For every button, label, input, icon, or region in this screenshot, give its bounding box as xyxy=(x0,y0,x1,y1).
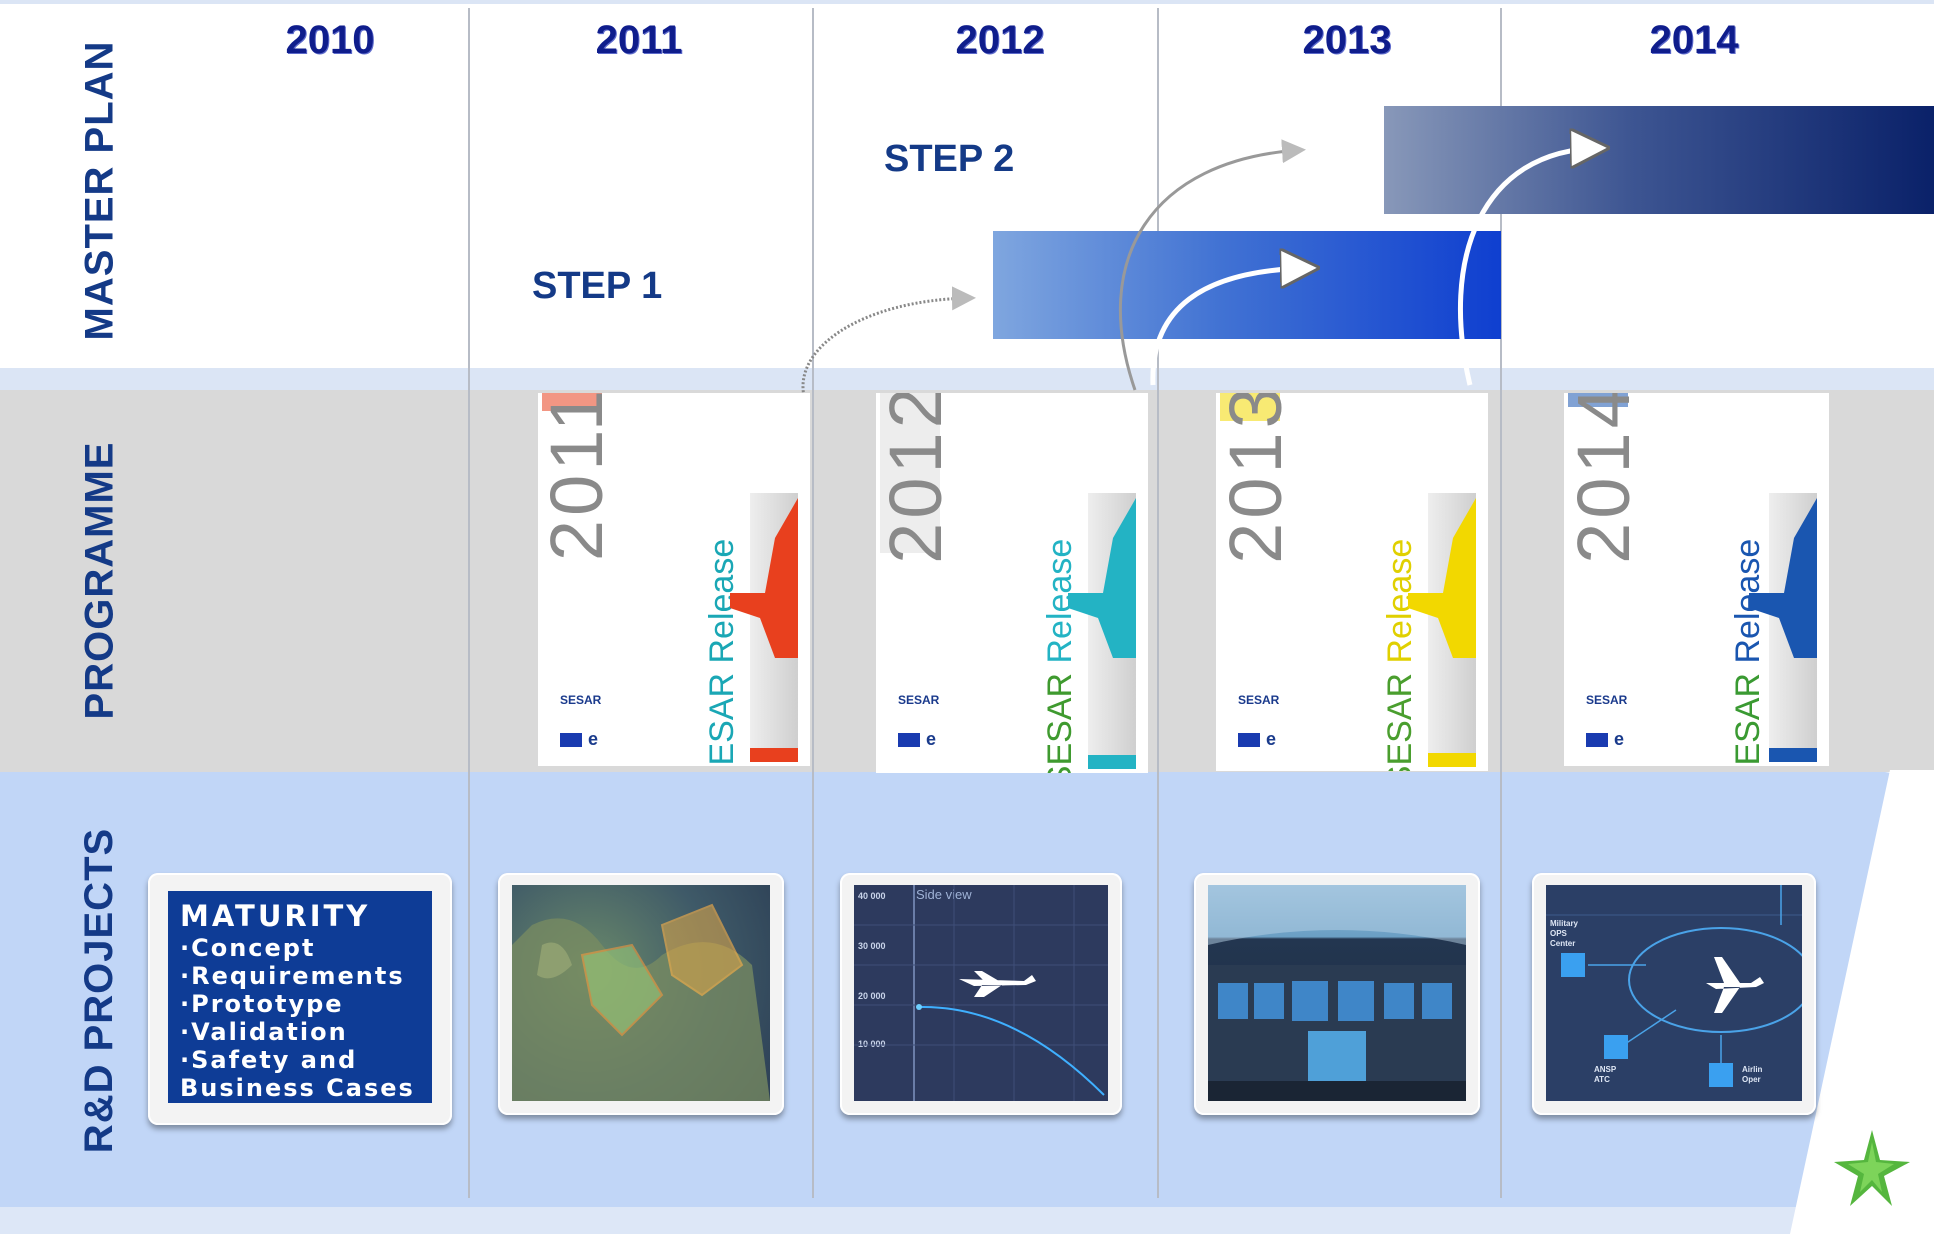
sesar-logo: SESAR xyxy=(1238,693,1280,707)
cover-color-bar xyxy=(750,748,798,762)
network-diagram-image: Military OPS Center ANSP ATC Airlin Oper xyxy=(1546,885,1802,1101)
military-ops-label: Military OPS Center xyxy=(1550,919,1579,948)
cockpit-image xyxy=(1208,885,1466,1101)
release-cover-2013: 2013 SESAR Release SESAR e xyxy=(1216,393,1488,771)
maturity-item: ·Prototype xyxy=(180,990,344,1018)
cover-color-bar xyxy=(1428,753,1476,767)
network-graphic xyxy=(1546,885,1802,1087)
step-2-bar xyxy=(1384,106,1934,214)
cover-year: 2012 xyxy=(876,393,957,564)
side-view-chart: Side view 40 000 30 000 20 000 10 000 xyxy=(854,885,1108,1101)
cover-color-bar xyxy=(1088,755,1136,769)
cover-year: 2014 xyxy=(1564,393,1645,564)
sesar-logo: SESAR xyxy=(898,693,940,707)
altitude-tick: 10 000 xyxy=(858,1039,886,1049)
row-label-rd-projects: R&D PROJECTS xyxy=(77,827,122,1153)
aircraft-icon xyxy=(1408,498,1476,658)
row-label-programme: PROGRAMME xyxy=(77,441,122,719)
column-divider xyxy=(468,8,470,1198)
column-divider xyxy=(812,8,814,1198)
airspace-map-image xyxy=(512,885,770,1101)
maturity-panel: MATURITY ·Concept ·Requirements ·Prototy… xyxy=(148,873,452,1125)
step-1-bar xyxy=(993,231,1501,339)
maturity-item: ·Requirements xyxy=(180,962,405,990)
maturity-item: Business Cases xyxy=(180,1074,415,1102)
cockpit-frame xyxy=(1194,873,1480,1115)
eurocontrol-logo-icon: e xyxy=(926,729,937,749)
cover-year-accent xyxy=(542,393,602,553)
altitude-tick: 20 000 xyxy=(858,991,886,1001)
year-2011: 2011 xyxy=(595,18,683,62)
eu-flag-icon xyxy=(560,733,582,747)
right-wedge xyxy=(1790,770,1934,1234)
eurocontrol-logo-icon: e xyxy=(1614,729,1625,749)
column-divider xyxy=(1157,8,1159,1198)
cover-color-bar xyxy=(1769,748,1817,762)
ansp-atc-label: ANSP ATC xyxy=(1594,1065,1617,1084)
descent-profile-graphic xyxy=(854,885,1108,1101)
arrow-2012-to-step2 xyxy=(1119,139,1306,391)
maturity-item: ·Safety and xyxy=(180,1046,358,1074)
aircraft-icon xyxy=(730,498,798,658)
year-2012: 2012 xyxy=(955,18,1045,62)
eu-flag-icon xyxy=(1238,733,1260,747)
eurocontrol-logo-icon: e xyxy=(1266,729,1277,749)
altitude-tick: 30 000 xyxy=(858,941,886,951)
year-2010: 2010 xyxy=(285,18,375,62)
step-1-label: STEP 1 xyxy=(532,265,663,307)
cover-year: 2011 xyxy=(538,393,619,561)
master-plan-divider xyxy=(0,368,1934,390)
release-cover-2014: 2014 SESAR Release SESAR e xyxy=(1564,393,1829,766)
cover-year-accent xyxy=(1220,393,1280,553)
cover-year-accent xyxy=(1568,393,1628,553)
network-frame: Military OPS Center ANSP ATC Airlin Oper xyxy=(1532,873,1816,1115)
eu-flag-icon xyxy=(898,733,920,747)
maturity-box: MATURITY ·Concept ·Requirements ·Prototy… xyxy=(168,891,432,1103)
side-view-title: Side view xyxy=(916,887,972,902)
airline-ops-label: Airlin Oper xyxy=(1742,1065,1763,1084)
bottom-band xyxy=(0,1207,1934,1234)
sesar-logo: SESAR xyxy=(1586,693,1628,707)
side-view-frame: Side view 40 000 30 000 20 000 10 000 xyxy=(840,873,1122,1115)
arrow-2014-in-step2 xyxy=(1457,148,1600,386)
aircraft-icon xyxy=(1749,498,1817,658)
step-2-label: STEP 2 xyxy=(884,138,1015,180)
eurocontrol-logo-icon: e xyxy=(588,729,599,749)
maturity-title: MATURITY xyxy=(180,899,371,933)
maturity-item: ·Concept xyxy=(180,934,316,962)
sesar-star-logo xyxy=(1834,1130,1910,1206)
cockpit-graphic xyxy=(1208,885,1466,1101)
cover-year-accent xyxy=(880,393,940,553)
europe-map-graphic xyxy=(512,903,770,1101)
column-divider xyxy=(1500,8,1502,1198)
release-cover-2011: 2011 SESAR Release SESAR e xyxy=(538,393,810,766)
altitude-tick: 40 000 xyxy=(858,891,886,901)
maturity-item: ·Validation xyxy=(180,1018,348,1046)
eu-flag-icon xyxy=(1586,733,1608,747)
year-2014: 2014 xyxy=(1649,18,1739,62)
year-2013: 2013 xyxy=(1302,18,1392,62)
release-cover-2012: 2012 SESAR Release SESAR e xyxy=(876,393,1148,773)
top-line xyxy=(0,0,1934,4)
feedback-arrows xyxy=(801,0,1934,401)
arrow-2013-in-step1 xyxy=(1150,268,1310,386)
airspace-map-frame xyxy=(498,873,784,1115)
arrow-2011-to-step1 xyxy=(801,286,976,401)
cover-year: 2013 xyxy=(1216,393,1297,564)
aircraft-icon xyxy=(1068,498,1136,658)
sesar-logo: SESAR xyxy=(560,693,602,707)
